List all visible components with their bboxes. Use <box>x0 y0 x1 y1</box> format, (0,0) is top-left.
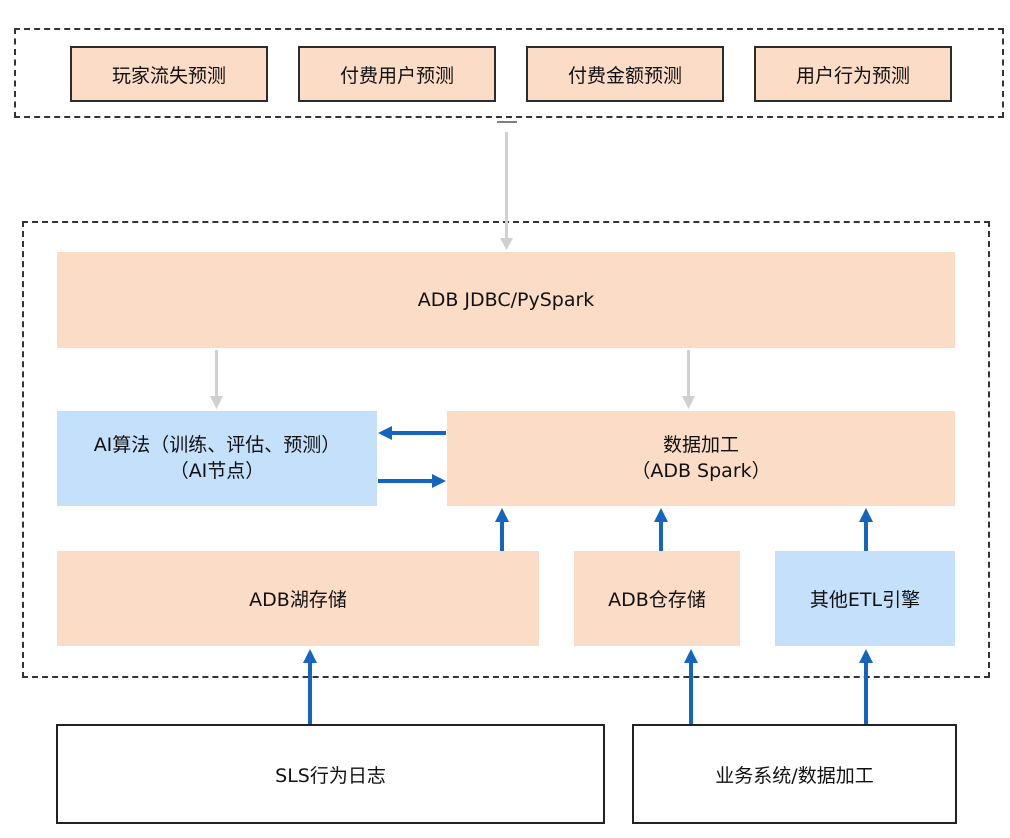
lake-storage-label: ADB湖存储 <box>249 589 347 611</box>
adb-spark-label: （ADB Spark） <box>631 459 771 482</box>
data-processing-box: 数据加工 （ADB Spark） <box>447 411 955 506</box>
ai-algorithm-box: AI算法（训练、评估、预测） （AI节点） <box>57 411 377 506</box>
app-label: 付费金额预测 <box>567 64 682 87</box>
blue-arrow-ai-to-processing <box>378 474 446 488</box>
blue-arrow-business-to-warehouse <box>684 649 698 724</box>
jdbc-label: ADB JDBC/PySpark <box>417 289 595 311</box>
business-label: 业务系统/数据加工 <box>715 764 874 787</box>
app-label: 玩家流失预测 <box>111 64 226 87</box>
app-label: 付费用户预测 <box>339 64 454 87</box>
applications-frame <box>14 28 1004 118</box>
app-box-payment-amount-prediction: 付费金额预测 <box>526 46 724 102</box>
jdbc-pyspark-layer: ADB JDBC/PySpark <box>57 252 955 348</box>
adb-lake-storage-box: ADB湖存储 <box>57 551 539 646</box>
blue-arrow-etl-to-processing <box>859 508 873 551</box>
app-box-churn-prediction: 玩家流失预测 <box>70 46 268 102</box>
gray-arrow-jdbc-to-processing <box>682 350 695 409</box>
app-box-user-behavior-prediction: 用户行为预测 <box>754 46 952 102</box>
data-processing-label: 数据加工 <box>662 433 739 456</box>
blue-arrow-sls-to-lake <box>303 649 317 724</box>
warehouse-storage-label: ADB仓存储 <box>608 589 706 611</box>
ai-node-label: （AI节点） <box>169 459 265 482</box>
blue-arrow-business-to-etl <box>859 649 873 724</box>
app-box-paying-user-prediction: 付费用户预测 <box>298 46 496 102</box>
other-etl-engine-box: 其他ETL引擎 <box>775 551 955 646</box>
blue-arrow-warehouse-to-processing <box>654 508 668 551</box>
adb-warehouse-storage-box: ADB仓存储 <box>574 551 740 646</box>
business-system-box: 业务系统/数据加工 <box>632 724 957 824</box>
ai-algorithm-label: AI算法（训练、评估、预测） <box>93 433 341 456</box>
gray-arrow-apps-to-jdbc <box>500 132 513 250</box>
blue-arrow-processing-to-ai <box>378 426 446 440</box>
gray-arrow-jdbc-to-ai <box>210 350 223 409</box>
etl-engine-label: 其他ETL引擎 <box>809 589 921 611</box>
blue-arrow-lake-to-processing <box>495 508 509 551</box>
sls-label: SLS行为日志 <box>275 764 386 787</box>
app-label: 用户行为预测 <box>795 64 910 87</box>
sls-behavior-log-box: SLS行为日志 <box>56 724 605 824</box>
